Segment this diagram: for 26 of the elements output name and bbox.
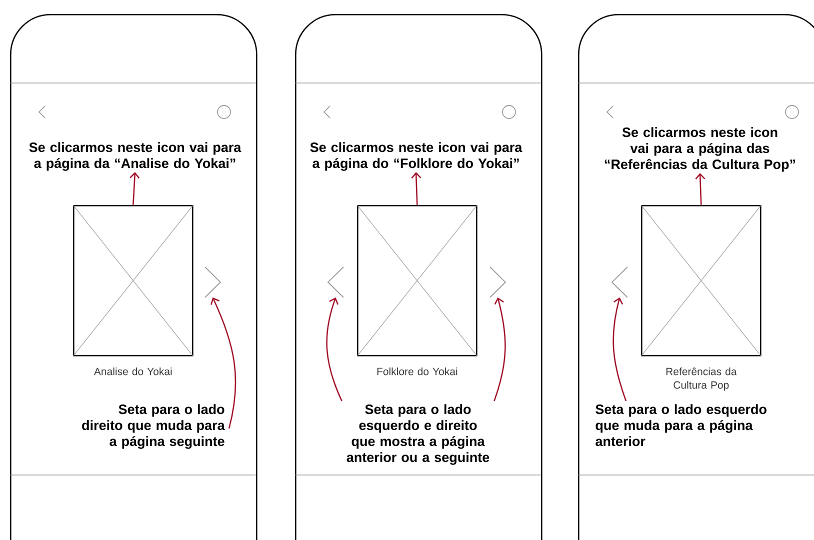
- annotation-text: Se clicarmos neste icon vai para a página do “Folklore do Yokai”: [310, 142, 522, 171]
- image-caption: Folklore do Yokai: [377, 368, 458, 376]
- arrow: [210, 297, 236, 429]
- annotation-text: Se clicarmos neste icon vai para a página das “Referências da Cultura Pop”: [604, 127, 795, 172]
- image-placeholder: [640, 204, 762, 357]
- chevron-icon: [327, 266, 344, 298]
- chevron-icon: [611, 266, 628, 298]
- image-placeholder: [72, 204, 194, 357]
- annotation-text: Seta para o lado esquerdo e direito que mostra a página anterior ou a seguinte: [346, 404, 490, 465]
- annotation-text: Seta para o lado direito que muda para a página seguinte: [82, 404, 225, 449]
- phone-frame: [295, 14, 542, 540]
- image-caption: Referências da Cultura Pop: [666, 368, 737, 391]
- annotation-text: Seta para o lado esquerdo que muda para a página anterior: [596, 404, 766, 446]
- annotation-text: Se clicarmos neste icon vai para a página da “Analise do Yokai”: [29, 142, 242, 171]
- arrow: [494, 297, 506, 402]
- arrow: [411, 172, 422, 205]
- chevron-icon: [490, 266, 506, 298]
- image-caption: Analise do Yokai: [94, 368, 172, 376]
- arrow: [612, 297, 627, 402]
- chevron-icon: [204, 266, 222, 298]
- phone-frame: [578, 14, 814, 540]
- arrow: [695, 172, 706, 205]
- arrow: [130, 172, 140, 206]
- phone-frame: [10, 14, 258, 540]
- image-placeholder: [356, 204, 478, 357]
- arrow: [326, 297, 342, 402]
